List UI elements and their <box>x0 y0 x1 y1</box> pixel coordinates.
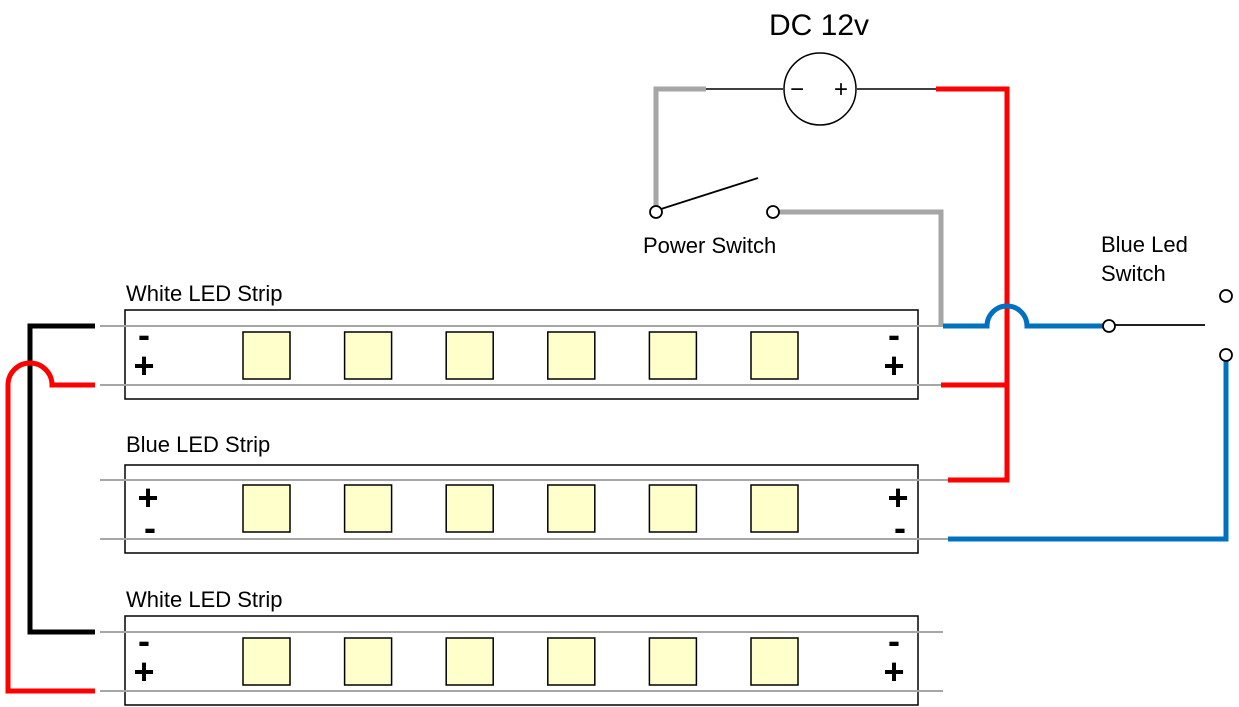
led-chip <box>242 331 291 380</box>
switch-wire-right <box>779 209 944 326</box>
polarity-right-top: - <box>888 620 900 661</box>
polarity-left-top: - <box>138 620 150 661</box>
led-chip <box>750 484 799 533</box>
led-chip <box>547 637 596 686</box>
led-chip <box>445 637 494 686</box>
led-chip <box>445 484 494 533</box>
blue-switch-terminal-bottom <box>1219 348 1233 362</box>
power-switch-lever <box>660 177 759 210</box>
polarity-right-top: - <box>888 314 900 355</box>
blue-switch-terminal-top <box>1219 289 1233 303</box>
led-chip <box>343 637 393 686</box>
polarity-left-bottom: + <box>133 651 154 692</box>
strip-label-blue: Blue LED Strip <box>126 432 270 457</box>
positive-bus-wire-left <box>5 360 95 694</box>
dc-power-source: − + DC 12v <box>706 9 936 126</box>
led-group <box>242 484 799 533</box>
dc-source-circle <box>783 52 857 126</box>
led-chip <box>648 331 698 380</box>
negative-bus-wire <box>27 323 95 635</box>
led-chip <box>648 484 698 533</box>
dc-plus-symbol: + <box>834 76 848 103</box>
dc-minus-symbol: − <box>790 76 804 103</box>
power-switch: Power Switch <box>643 177 780 258</box>
polarity-left-top: + <box>137 477 158 518</box>
positive-wire-right <box>936 86 1010 483</box>
led-chip <box>445 331 494 380</box>
led-chip <box>547 331 596 380</box>
blue-switch-label-line1: Blue Led <box>1101 232 1188 257</box>
strip-label-white-top: White LED Strip <box>126 281 283 306</box>
led-chip <box>343 331 393 380</box>
led-chip <box>750 331 799 380</box>
polarity-right-bottom: - <box>894 507 906 548</box>
led-chip <box>648 637 698 686</box>
blue-switch-terminal-common <box>1102 319 1116 333</box>
dc-source-label: DC 12v <box>769 9 869 42</box>
blue-led-switch: Blue Led Switch <box>1101 232 1233 362</box>
polarity-right-top: + <box>887 477 908 518</box>
led-chip <box>750 637 799 686</box>
white-led-strip-top <box>100 309 943 400</box>
blue-led-strip <box>100 464 948 554</box>
polarity-left-bottom: + <box>133 345 154 386</box>
power-switch-terminal-right <box>766 205 780 219</box>
blue-wire-bottom <box>948 361 1229 542</box>
blue-switch-label-line2: Switch <box>1101 261 1166 286</box>
switch-wire-left <box>653 86 706 206</box>
white-led-strip-bottom <box>100 615 943 706</box>
polarity-right-bottom: + <box>883 345 904 386</box>
led-chip <box>242 637 291 686</box>
strip-label-white-bottom: White LED Strip <box>126 587 283 612</box>
polarity-left-top: - <box>138 314 150 355</box>
blue-wire-top <box>943 303 1103 329</box>
led-chip <box>547 484 596 533</box>
polarity-left-bottom: - <box>144 507 156 548</box>
polarity-right-bottom: + <box>883 651 904 692</box>
power-switch-terminal-left <box>649 205 663 219</box>
led-group <box>242 637 799 686</box>
power-switch-label: Power Switch <box>643 233 776 258</box>
led-chip <box>343 484 393 533</box>
led-group <box>242 331 799 380</box>
led-chip <box>242 484 291 533</box>
